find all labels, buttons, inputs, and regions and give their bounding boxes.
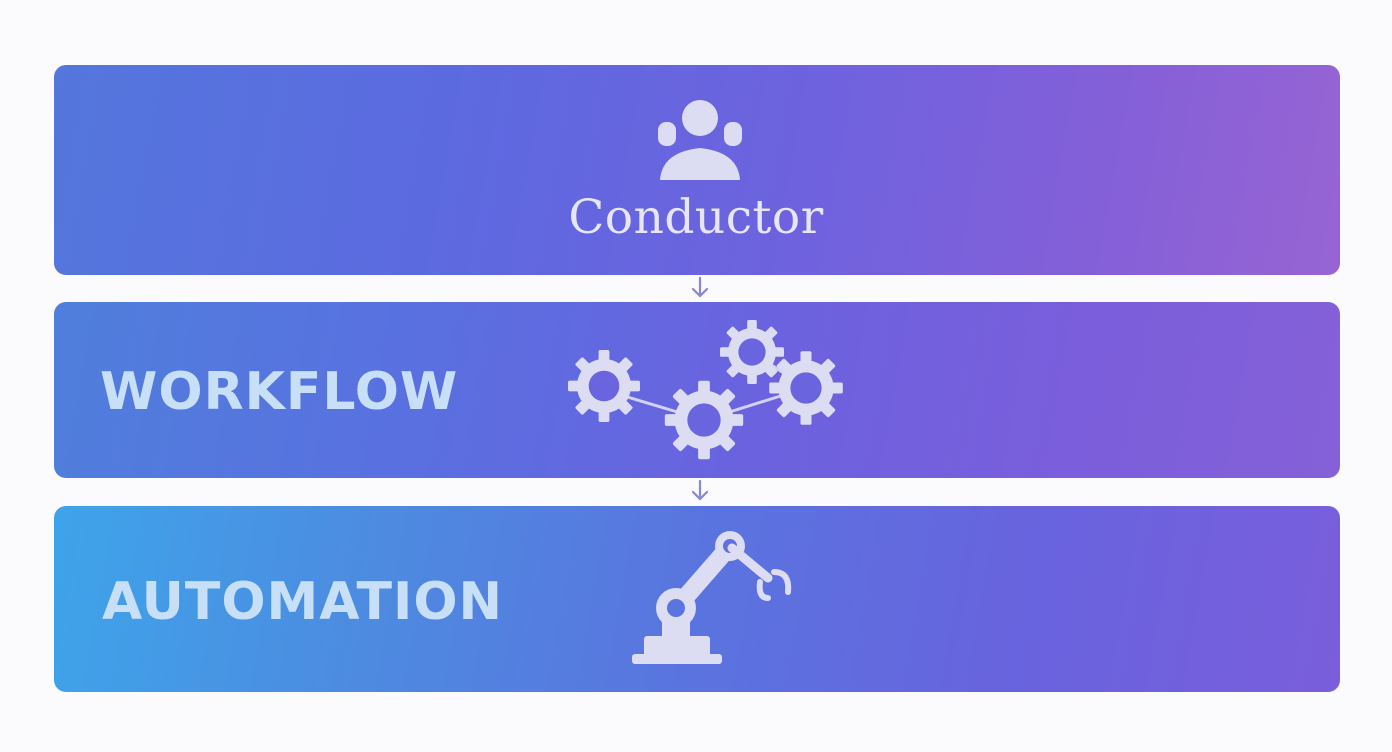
conductor-title: Conductor [568, 190, 824, 245]
workflow-layer [54, 302, 1340, 478]
gears-network-icon [568, 320, 843, 460]
down-arrow-icon [691, 479, 709, 501]
conductor-people-icon [658, 100, 742, 180]
automation-label: AUTOMATION [102, 572, 504, 632]
robot-arm-icon [632, 531, 792, 664]
workflow-label: WORKFLOW [100, 362, 459, 422]
down-arrow-icon [691, 276, 709, 298]
